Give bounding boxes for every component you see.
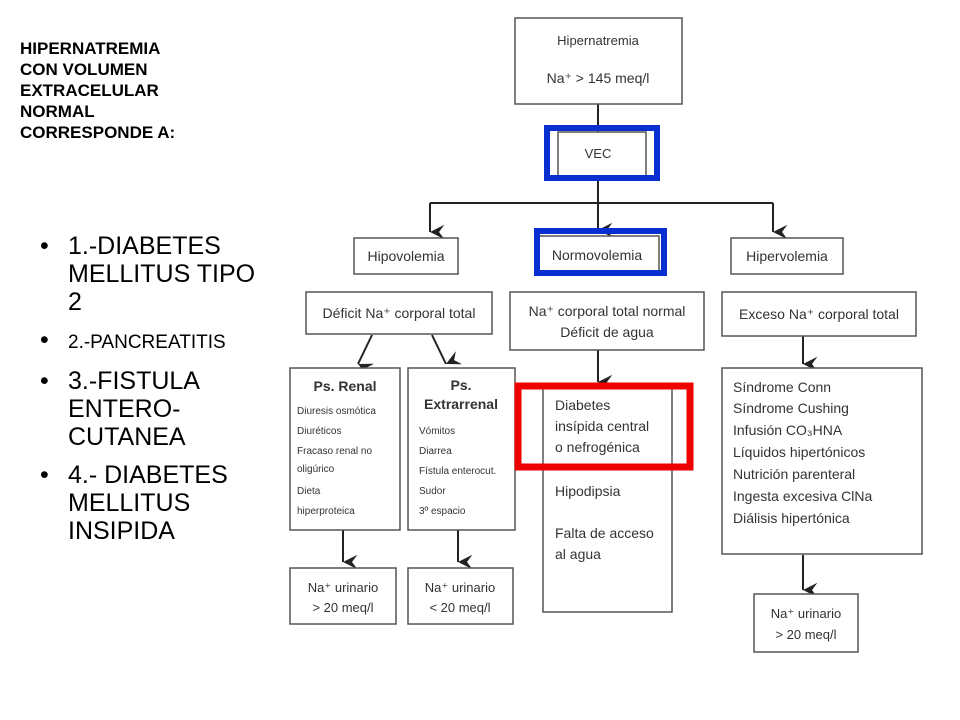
node-na-normal: Na⁺ corporal total normal Déficit de agu…	[509, 291, 705, 351]
cause-item: Infusión CO₃HNA	[733, 422, 843, 438]
option-text: 2.-PANCREATITIS	[68, 332, 226, 353]
result-line: > 20 meq/l	[312, 600, 373, 615]
node-hipernatremia: Hipernatremia Na⁺ > 145 meq/l	[514, 17, 683, 105]
cause-item: Hipodipsia	[555, 483, 621, 499]
node-hipovolemia: Hipovolemia	[353, 237, 459, 275]
cause-item: Síndrome Conn	[733, 379, 831, 395]
node-title: Ps.	[450, 377, 471, 393]
result-line: Na⁺ urinario	[425, 580, 495, 595]
cause-item: o nefrogénica	[555, 439, 640, 455]
bullet: •	[40, 461, 49, 489]
node-title: Hipovolemia	[367, 248, 444, 264]
node-desc: Na⁺ corporal total normal	[529, 303, 686, 319]
highlight-vec	[544, 125, 660, 181]
node-desc: Déficit Na⁺ corporal total	[323, 305, 476, 321]
node-deficit-na: Déficit Na⁺ corporal total	[305, 291, 493, 335]
cause-item: Nutrición parenteral	[733, 466, 855, 482]
option-1: • 1.-DIABETES MELLITUS TIPO 2	[40, 232, 265, 316]
result-line: Na⁺ urinario	[308, 580, 378, 595]
option-text: 3.-FISTULA ENTERO-CUTANEA	[68, 367, 199, 451]
option-2: • 2.-PANCREATITIS	[40, 326, 265, 357]
option-4: • 4.- DIABETES MELLITUS INSIPIDA	[40, 461, 265, 545]
result-line: < 20 meq/l	[429, 600, 490, 615]
node-hipervolemia-result: Na⁺ urinario > 20 meq/l	[753, 593, 859, 653]
node-renal-result: Na⁺ urinario > 20 meq/l	[289, 567, 397, 625]
cause-item: Diuresis osmótica	[297, 406, 376, 417]
cause-item: insípida central	[555, 418, 649, 434]
node-extrarrenal-result: Na⁺ urinario < 20 meq/l	[407, 567, 514, 625]
highlight-diabetes-insipida	[514, 382, 694, 471]
node-title: VEC	[585, 146, 612, 161]
cause-item: Líquidos hipertónicos	[733, 444, 865, 460]
node-desc: Exceso Na⁺ corporal total	[739, 306, 899, 322]
node-desc: Déficit de agua	[560, 324, 654, 340]
cause-item: hiperproteica	[297, 506, 355, 517]
cause-item: Diarrea	[419, 446, 452, 457]
node-title: Ps. Renal	[313, 378, 376, 394]
cause-item: Falta de acceso	[555, 525, 654, 541]
cause-item: Diálisis hipertónica	[733, 510, 850, 526]
cause-item: Diabetes	[555, 397, 610, 413]
cause-item: Fracaso renal no	[297, 446, 372, 457]
cause-item: Sudor	[419, 486, 446, 497]
bullet: •	[40, 367, 49, 395]
node-normovolemia-causes: Diabetes insípida central o nefrogénica …	[542, 385, 673, 613]
node-hipervolemia: Hipervolemia	[730, 237, 844, 275]
bullet: •	[40, 232, 49, 260]
node-ps-extrarrenal: Ps. Extrarrenal Vómitos Diarrea Fístula …	[407, 367, 516, 531]
cause-item: Síndrome Cushing	[733, 400, 849, 416]
node-title: Hipervolemia	[746, 248, 828, 264]
cause-item: oligúrico	[297, 464, 335, 475]
node-condition: Na⁺ > 145 meq/l	[547, 70, 650, 86]
cause-item: Vómitos	[419, 426, 455, 437]
option-3: • 3.-FISTULA ENTERO-CUTANEA	[40, 367, 265, 451]
node-title: Normovolemia	[552, 247, 642, 263]
question-text: HIPERNATREMIA CON VOLUMEN EXTRACELULAR N…	[20, 39, 176, 142]
node-title: Extrarrenal	[424, 396, 498, 412]
node-exceso-na: Exceso Na⁺ corporal total	[721, 291, 917, 337]
cause-item: Dieta	[297, 486, 321, 497]
node-title: Hipernatremia	[557, 33, 639, 48]
result-line: Na⁺ urinario	[771, 606, 841, 621]
cause-item: Diuréticos	[297, 426, 341, 437]
option-text: 1.-DIABETES MELLITUS TIPO 2	[68, 232, 256, 316]
node-vec: VEC	[557, 131, 647, 177]
cause-item: 3º espacio	[419, 506, 466, 517]
option-text: 4.- DIABETES MELLITUS INSIPIDA	[68, 461, 228, 545]
cause-item: al agua	[555, 546, 601, 562]
node-normovolemia: Normovolemia	[534, 235, 660, 275]
node-hipervolemia-causes: Síndrome Conn Síndrome Cushing Infusión …	[721, 367, 923, 555]
cause-item: Ingesta excesiva ClNa	[733, 488, 873, 504]
answer-options: • 1.-DIABETES MELLITUS TIPO 2 • 2.-PANCR…	[40, 232, 265, 555]
bullet: •	[40, 326, 49, 354]
result-line: > 20 meq/l	[775, 627, 836, 642]
node-ps-renal: Ps. Renal Diuresis osmótica Diuréticos F…	[289, 367, 401, 531]
cause-item: Fístula enterocut.	[419, 466, 496, 477]
highlight-normovolemia	[534, 228, 667, 276]
